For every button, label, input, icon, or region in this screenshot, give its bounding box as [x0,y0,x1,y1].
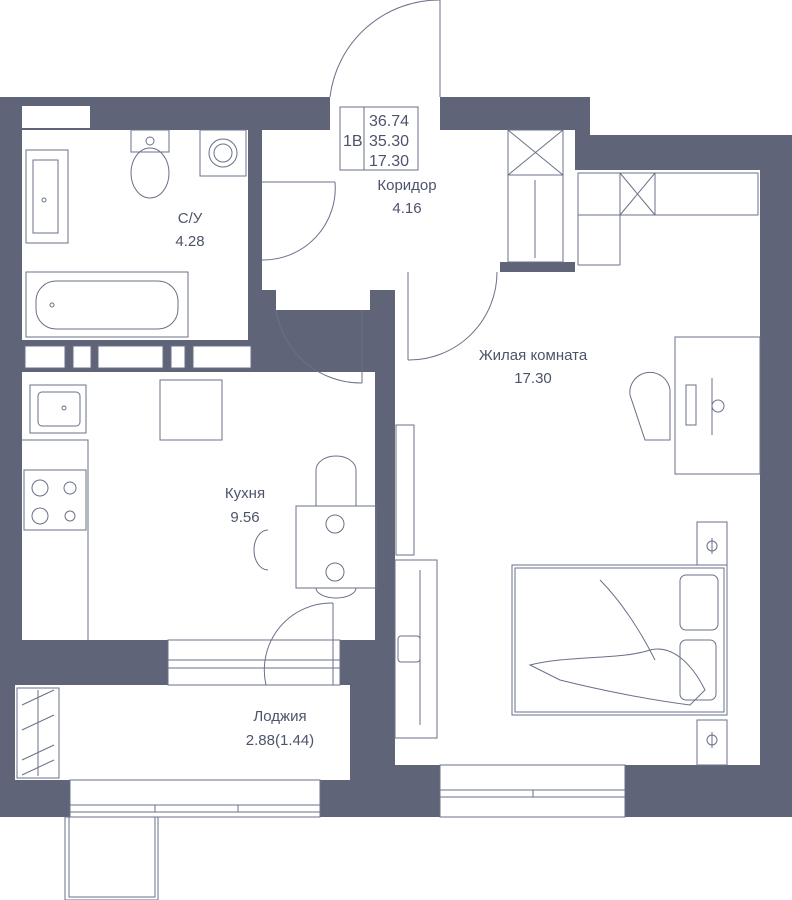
niche [97,345,164,369]
corridor-name: Коридор [377,177,436,194]
dining-table [253,455,377,599]
room-bathroom[interactable] [22,130,248,340]
room-living-entry [405,262,500,282]
nightstand-bottom [696,719,728,766]
niche [24,345,66,369]
window-bathroom [22,106,90,128]
apartment-info-box: 1B 36.74 35.30 17.30 [339,106,419,171]
living-total-area: 35.30 [369,133,409,150]
room-loggia[interactable] [15,685,350,780]
entry-door[interactable] [329,0,441,98]
toilet [130,129,170,199]
stove [23,469,87,531]
kitchen-name: Кухня [225,485,265,502]
balcony-ledge [64,816,159,900]
living-door[interactable] [407,271,498,361]
bed [511,564,728,716]
room-wardrobe [500,130,575,262]
room-corridor-lower [276,290,370,310]
niche [72,345,92,369]
bathtub [25,271,189,338]
bathroom-area: 4.28 [175,233,204,250]
corridor-wardrobe [507,129,564,263]
niche [192,345,252,369]
nightstand-top [696,521,728,566]
corridor-area: 4.16 [392,200,421,217]
living-area: 17.30 [369,153,409,170]
niche [170,345,186,369]
kitchen-area: 9.56 [230,509,259,526]
washing-machine [199,129,247,177]
living-wardrobe [577,172,759,266]
kitchen-door[interactable] [275,309,363,384]
desk [629,336,761,475]
room-living[interactable] [395,272,760,765]
window-kitchen [167,639,341,686]
bathroom-door[interactable] [261,181,336,261]
kitchen-counter [22,379,223,640]
tv-stand [394,559,438,739]
balcony-ledge-inner [68,816,156,898]
loggia-name: Лоджия [253,708,306,725]
loggia-door[interactable] [263,602,334,686]
loggia-area: 2.88(1.44) [246,732,314,749]
total-area: 36.74 [369,113,409,130]
window-loggia [69,779,321,818]
radiator [395,424,415,556]
loggia-dryer [16,687,60,779]
living-area-label: 17.30 [514,370,552,387]
window-living [439,764,626,818]
bathroom-name: С/У [178,210,203,227]
bathroom-sink [25,149,69,244]
living-name: Жилая комната [479,347,588,364]
room-living-top [575,170,760,280]
apartment-type: 1B [343,133,363,150]
